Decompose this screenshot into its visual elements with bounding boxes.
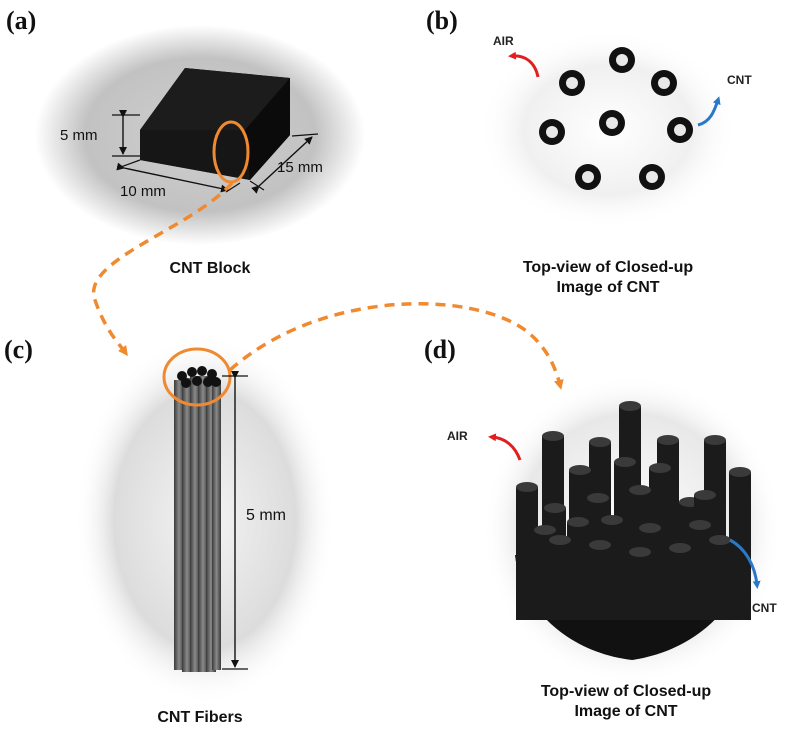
panel-label-d: (d) — [424, 335, 456, 364]
air-arrow-b — [508, 51, 540, 78]
arrow-fibers-to-closeup — [228, 301, 564, 390]
cnt-pillar — [567, 517, 589, 620]
dimension-fiber-length — [222, 371, 248, 670]
cnt-cross-section — [651, 70, 677, 96]
panel-a: 5 mm 10 mm 15 mm — [35, 25, 365, 245]
cnt-fiber-bundle — [174, 366, 221, 672]
cnt-label-b: CNT — [727, 73, 752, 87]
air-label-b: AIR — [493, 34, 514, 48]
caption-c: CNT Fibers — [157, 709, 243, 726]
dimension-height — [112, 110, 140, 157]
fiber-length-label: 5 mm — [246, 507, 286, 524]
cnt-cross-section — [667, 117, 693, 143]
cnt-cross-section — [575, 164, 601, 190]
cnt-pillar — [629, 547, 651, 620]
cnt-pillar — [689, 520, 711, 620]
cnt-arrow-d — [729, 538, 761, 589]
caption-b-line1: Top-view of Closed-up — [522, 259, 694, 276]
dimension-depth — [249, 133, 319, 194]
cnt-pillar — [516, 482, 538, 620]
panel-label-b: (b) — [426, 6, 458, 35]
cnt-cross-section — [599, 110, 625, 136]
cnt-cross-section — [639, 164, 665, 190]
caption-b-line2: Image of CNT — [556, 279, 660, 296]
panel-d: AIR CNT — [447, 375, 782, 685]
cnt-pillar — [729, 467, 751, 620]
panel-c: 5 mm — [75, 335, 335, 705]
panel-label-c: (c) — [4, 335, 33, 364]
block-highlight-ellipse — [212, 120, 250, 184]
panel-b: AIR CNT — [478, 30, 752, 230]
panel-label-a: (a) — [6, 6, 37, 35]
cnt-cross-section — [539, 119, 565, 145]
caption-d: Top-view of Closed-up Image of CNT — [516, 682, 736, 722]
cnt-pillar — [589, 540, 611, 620]
caption-d-line1: Top-view of Closed-up — [540, 683, 712, 700]
cnt-pillar — [549, 535, 571, 620]
cnt-label-d: CNT — [752, 601, 777, 615]
cnt-cross-sections — [539, 47, 693, 190]
dimension-width — [116, 159, 241, 193]
dimension-width-label: 10 mm — [120, 183, 166, 200]
dimension-height-label: 5 mm — [60, 127, 98, 144]
caption-b: Top-view of Closed-up Image of CNT — [498, 258, 718, 298]
cnt-arrow-b — [697, 96, 721, 127]
caption-d-line2: Image of CNT — [574, 703, 678, 720]
dimension-depth-label: 15 mm — [277, 159, 323, 176]
air-arrow-d — [488, 433, 522, 461]
arrow-block-to-fibers — [91, 181, 234, 357]
caption-a: CNT Block — [169, 260, 251, 277]
air-label-d: AIR — [447, 429, 468, 443]
cnt-pillar — [709, 535, 731, 620]
cnt-cross-section — [609, 47, 635, 73]
fiber-highlight-ellipse — [162, 347, 232, 407]
cnt-pillar — [669, 543, 691, 620]
cnt-cross-section — [559, 70, 585, 96]
